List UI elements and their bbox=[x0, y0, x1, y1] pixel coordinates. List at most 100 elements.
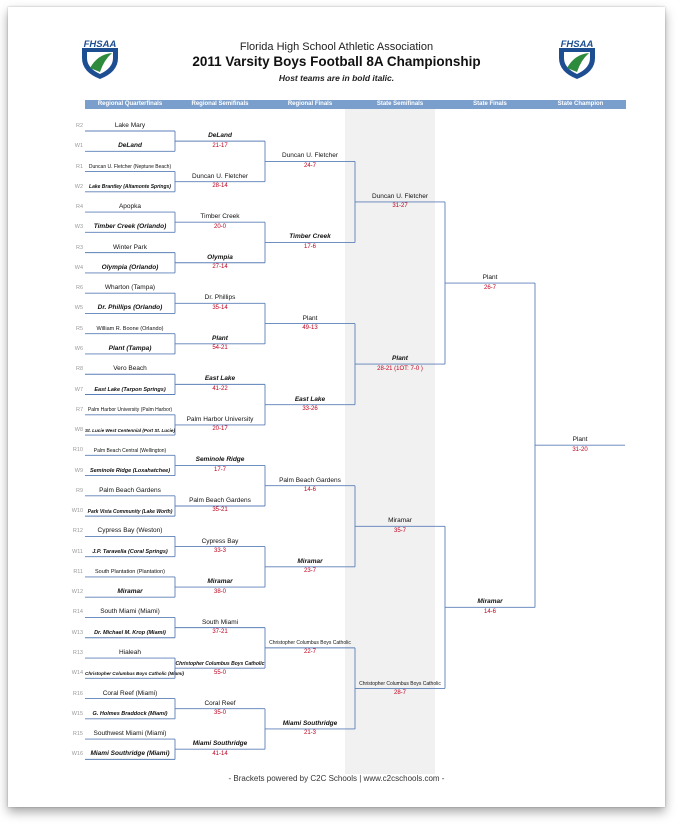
team-slot: Dr. Michael M. Krop (Miami) bbox=[94, 629, 166, 636]
game-score: 17-7 bbox=[213, 466, 226, 473]
team-slot: William R. Boone (Orlando) bbox=[96, 325, 164, 332]
team-slot: Lake Brantley (Altamonte Springs) bbox=[89, 184, 171, 191]
team-slot: Apopka bbox=[118, 203, 142, 211]
game-score: 41-22 bbox=[212, 385, 228, 392]
game-score: 22-7 bbox=[303, 649, 316, 656]
winner-slot: East Lake bbox=[294, 395, 326, 403]
team-slot: South Miami (Miami) bbox=[100, 608, 160, 616]
seed-label: R9 bbox=[75, 487, 83, 494]
game-score: 55-0 bbox=[213, 669, 226, 676]
game-score: 24-7 bbox=[303, 162, 316, 169]
winner-slot: Miramar bbox=[388, 517, 412, 525]
seed-label: R10 bbox=[72, 447, 83, 454]
winner-slot: Timber Creek bbox=[289, 233, 331, 241]
team-slot: Duncan U. Fletcher (Neptune Beach) bbox=[88, 164, 172, 171]
fhsaa-logo-left: FHSAA bbox=[78, 38, 122, 80]
game-score: 37-21 bbox=[212, 629, 228, 636]
team-slot: Timber Creek (Orlando) bbox=[93, 223, 167, 231]
game-score: 28-7 bbox=[393, 689, 406, 696]
team-slot: Park Vista Community (Lake Worth) bbox=[87, 508, 173, 515]
bracket-sheet: FHSAA FHSAA Florida High School Athletic… bbox=[8, 7, 665, 807]
winner-slot: Olympia bbox=[207, 253, 233, 261]
seed-label: R6 bbox=[75, 285, 83, 292]
svg-text:FHSAA: FHSAA bbox=[84, 39, 117, 50]
organization-name: Florida High School Athletic Association bbox=[239, 41, 434, 53]
seed-label: W12 bbox=[71, 589, 83, 596]
team-slot: Dr. Phillips (Orlando) bbox=[97, 304, 163, 312]
team-slot: Christopher Columbus Boys Catholic (Miam… bbox=[85, 671, 185, 677]
game-score: 38-0 bbox=[213, 588, 226, 595]
team-slot: Wharton (Tampa) bbox=[104, 284, 156, 292]
winner-slot: Duncan U. Fletcher bbox=[192, 172, 248, 180]
team-slot: Palm Beach Central (Wellington) bbox=[93, 447, 167, 454]
game-score: 31-27 bbox=[392, 203, 408, 210]
team-slot: Southwest Miami (Miami) bbox=[93, 730, 167, 738]
team-slot: Olympia (Orlando) bbox=[101, 263, 159, 271]
seed-label: R16 bbox=[72, 690, 83, 697]
team-slot: Vero Beach bbox=[113, 365, 147, 373]
seed-label: R3 bbox=[75, 244, 83, 251]
winner-slot: Miramar bbox=[477, 598, 503, 606]
team-slot: Plant (Tampa) bbox=[108, 344, 152, 352]
team-slot: Coral Reef (Miami) bbox=[102, 689, 158, 697]
game-score: 33-26 bbox=[302, 406, 318, 413]
game-score: 26-7 bbox=[483, 284, 496, 291]
game-score: 49-13 bbox=[302, 325, 318, 332]
seed-label: W7 bbox=[74, 386, 83, 393]
winner-slot: South Miami bbox=[201, 618, 239, 626]
winner-slot: Duncan U. Fletcher bbox=[372, 192, 428, 200]
champion-score: 31-20 bbox=[572, 446, 588, 453]
game-score: 41-14 bbox=[212, 750, 228, 757]
game-score: 35-21 bbox=[212, 507, 228, 514]
page-title: 2011 Varsity Boys Football 8A Championsh… bbox=[192, 54, 481, 69]
seed-label: W3 bbox=[74, 224, 83, 231]
winner-slot: Dr. Phillips bbox=[204, 294, 236, 302]
team-slot: Lake Mary bbox=[114, 122, 146, 129]
winner-slot: Miramar bbox=[297, 557, 323, 565]
seed-label: R8 bbox=[75, 366, 83, 373]
winner-slot: Plant bbox=[212, 334, 228, 342]
team-slot: Winter Park bbox=[113, 243, 147, 251]
team-slot: Hialeah bbox=[118, 649, 142, 657]
round-header-bar: Regional Quarterfinals Regional Semifina… bbox=[85, 100, 626, 109]
seed-label: W8 bbox=[74, 427, 83, 434]
seed-label: W14 bbox=[71, 670, 83, 677]
team-slot: St. Lucie West Centennial (Port St. Luci… bbox=[85, 427, 176, 433]
col-header-regional-quarterfinals: Regional Quarterfinals bbox=[97, 101, 163, 107]
winner-slot: Palm Harbor University bbox=[186, 415, 254, 423]
team-slot: Miramar bbox=[117, 588, 143, 596]
seed-label: R15 bbox=[72, 731, 83, 738]
winner-slot: Cypress Bay bbox=[201, 537, 239, 545]
game-score: 14-6 bbox=[483, 608, 496, 615]
team-slot: South Plantation (Plantation) bbox=[94, 568, 166, 575]
team-slot: J.P. Taravella (Coral Springs) bbox=[92, 548, 168, 555]
game-score: 20-0 bbox=[213, 223, 226, 230]
seed-label: R14 bbox=[72, 609, 83, 616]
winner-slot: Miramar bbox=[207, 578, 233, 586]
seed-label: W4 bbox=[74, 264, 83, 271]
game-score: 21-17 bbox=[212, 142, 228, 149]
team-slot: Seminole Ridge (Loxahatchee) bbox=[89, 467, 171, 474]
game-score: 35-7 bbox=[393, 527, 406, 534]
seed-label: R1 bbox=[75, 163, 83, 170]
game-score: 23-7 bbox=[303, 568, 316, 575]
seed-label: R12 bbox=[72, 528, 83, 535]
fhsaa-logo-right: FHSAA bbox=[555, 38, 599, 80]
seed-label: R2 bbox=[75, 123, 83, 129]
winner-slot: Palm Beach Gardens bbox=[279, 476, 341, 484]
col-header-state-champion: State Champion bbox=[557, 101, 604, 107]
winner-slot: Christopher Columbus Boys Catholic bbox=[269, 640, 351, 647]
col-header-state-semifinals: State Semifinals bbox=[376, 101, 424, 107]
seed-label: W9 bbox=[74, 467, 83, 474]
game-score: 28-14 bbox=[212, 183, 228, 190]
team-slot: Miami Southridge (Miami) bbox=[90, 750, 170, 758]
team-slot: DeLand bbox=[118, 142, 142, 150]
seed-label: W2 bbox=[74, 183, 83, 190]
team-slot: East Lake (Tarpon Springs) bbox=[94, 386, 166, 393]
game-score: 27-14 bbox=[212, 264, 228, 271]
winner-slot: Duncan U. Fletcher bbox=[282, 152, 338, 160]
winner-slot: Plant bbox=[302, 314, 318, 322]
seed-label: W6 bbox=[74, 345, 83, 352]
col-header-regional-semifinals: Regional Semifinals bbox=[191, 101, 249, 107]
winner-slot: Plant bbox=[392, 355, 408, 363]
